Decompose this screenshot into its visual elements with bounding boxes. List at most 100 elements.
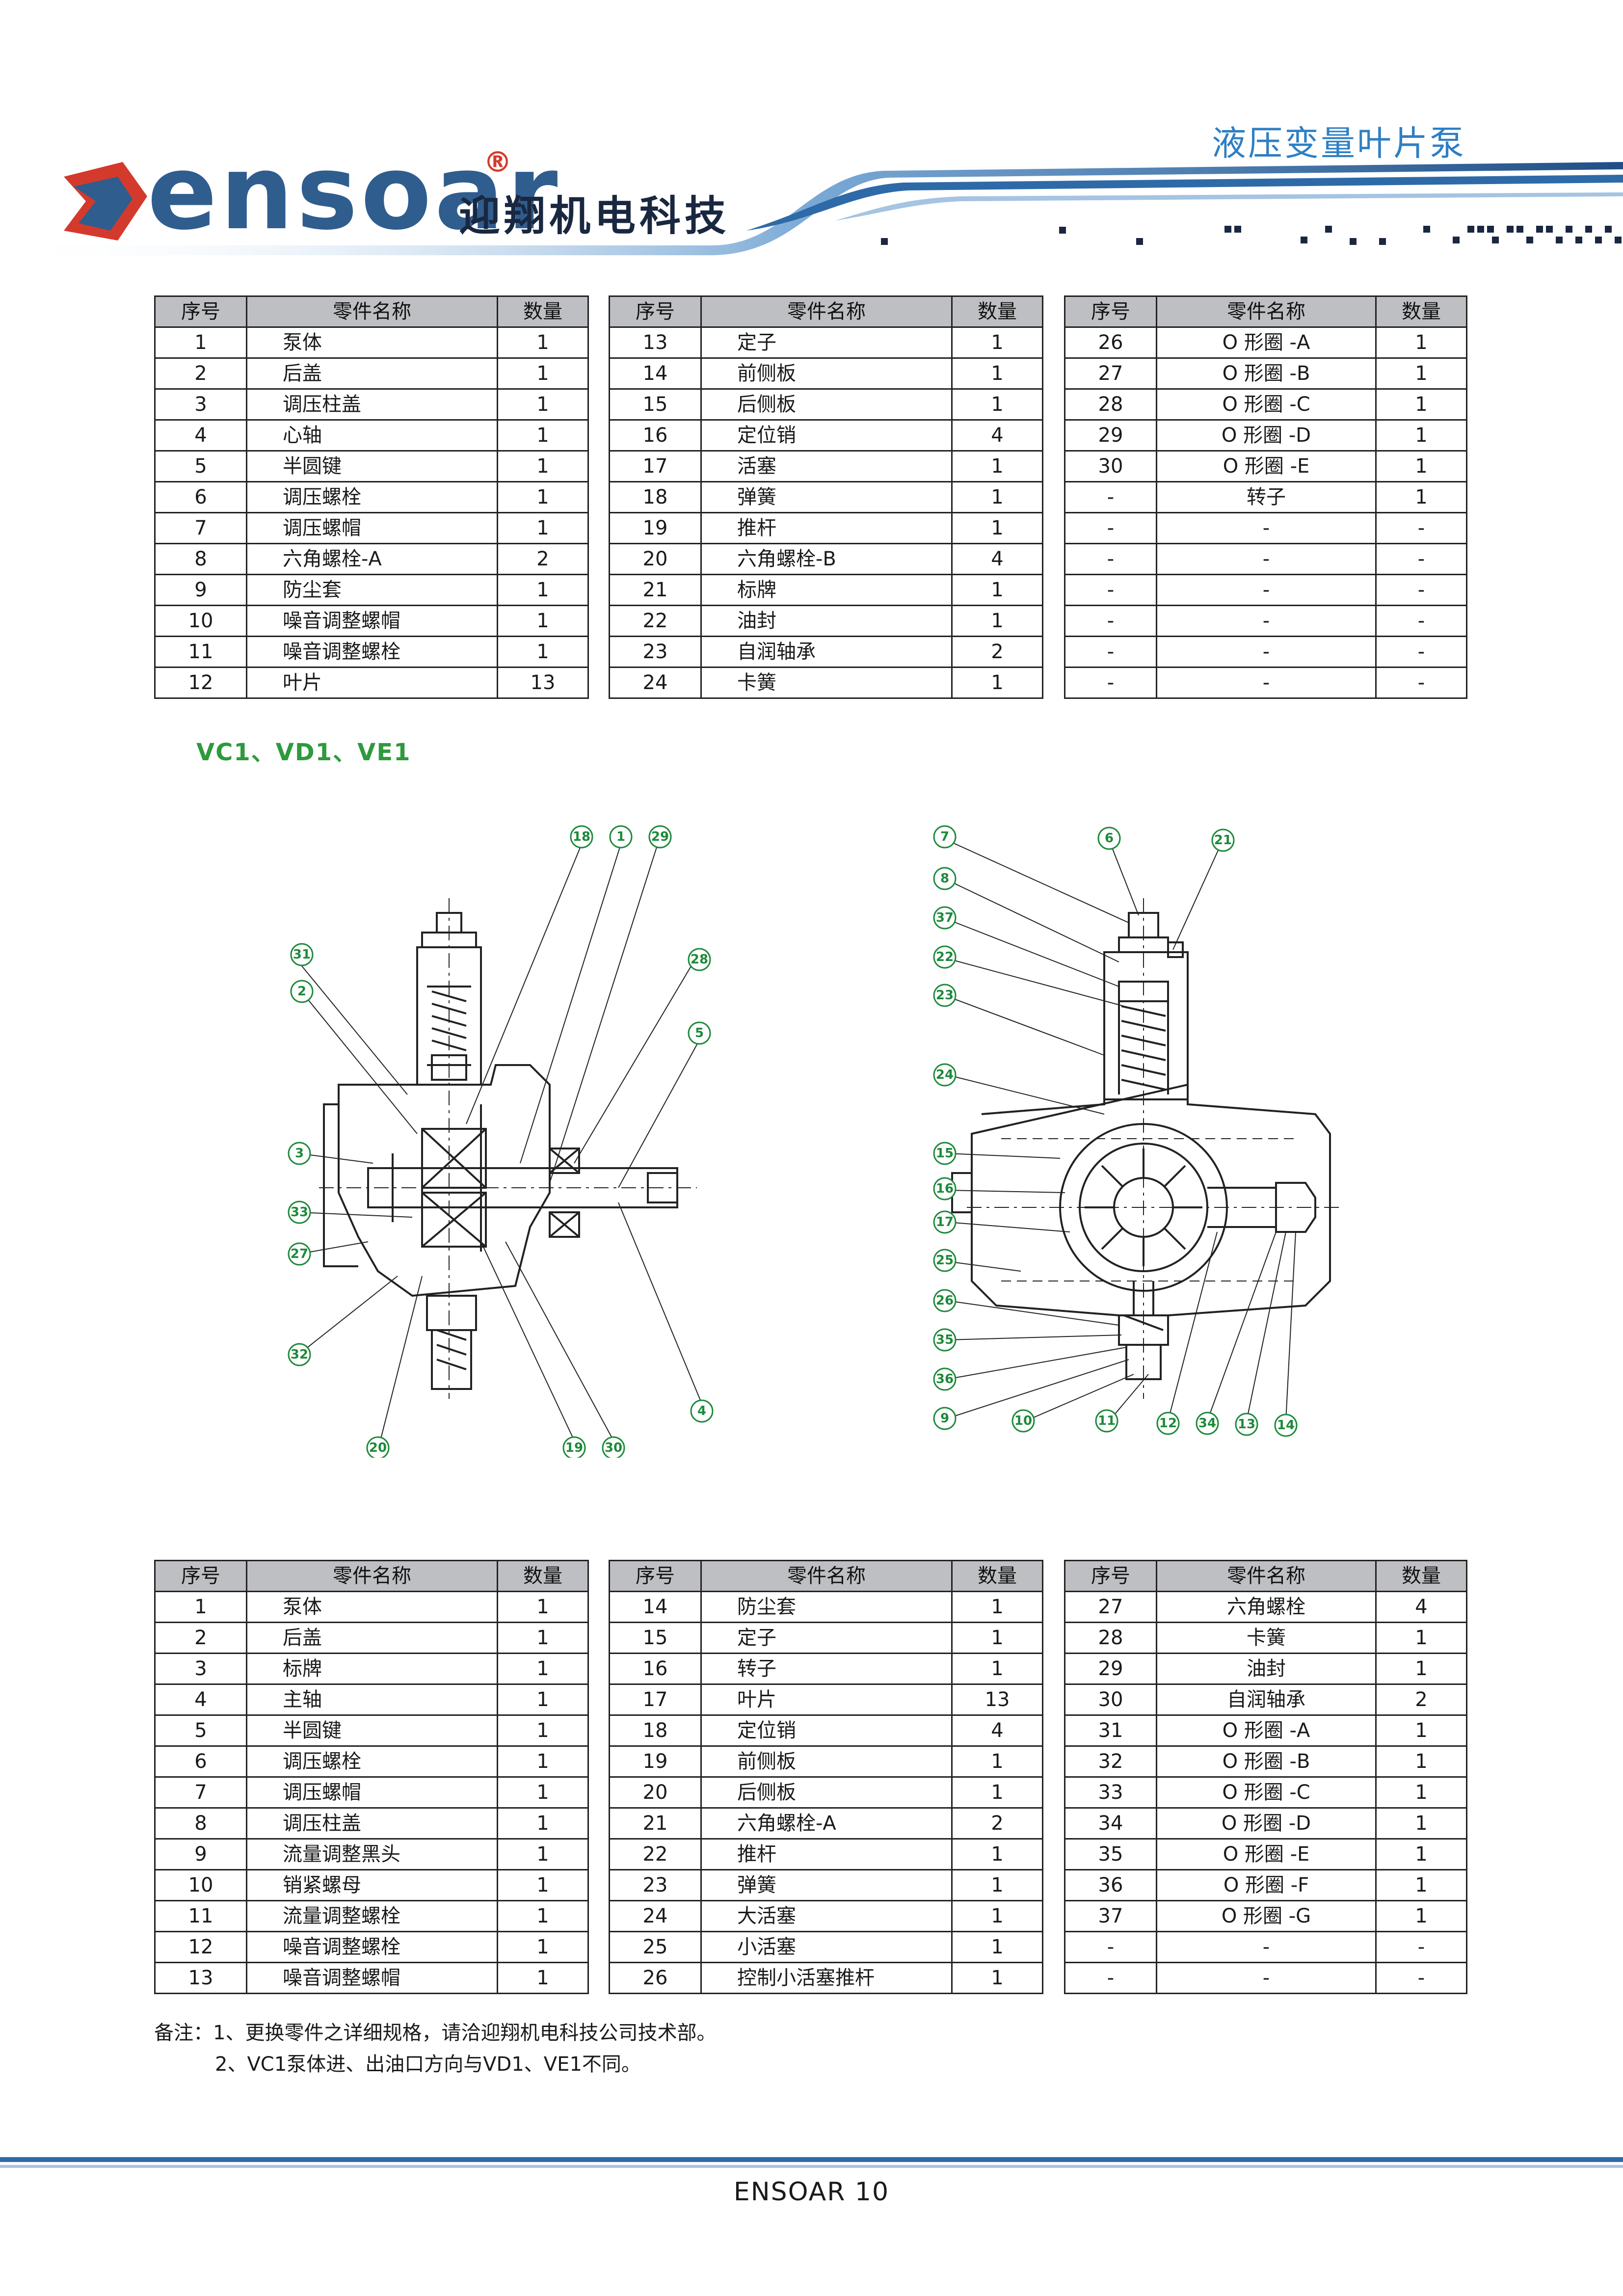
callout-marker: 2 — [290, 980, 314, 1003]
cell-no: 25 — [609, 1931, 702, 1963]
svg-text:32: 32 — [291, 1347, 308, 1362]
cell-qty: - — [1375, 1962, 1467, 1994]
cell-no: 5 — [154, 1714, 247, 1747]
cell-no: - — [1064, 636, 1157, 668]
cell-part-name: 油封 — [700, 605, 953, 637]
cell-part-name: 半圆键 — [246, 450, 498, 482]
cell-qty: 4 — [1375, 1591, 1467, 1623]
callout-marker: 13 — [1235, 1413, 1258, 1436]
cell-no: - — [1064, 1931, 1157, 1963]
svg-text:29: 29 — [651, 829, 669, 844]
cell-no: 29 — [1064, 419, 1157, 452]
cell-qty: 1 — [497, 1622, 589, 1654]
cell-part-name: O 形圈 -E — [1156, 450, 1377, 482]
svg-text:14: 14 — [1277, 1418, 1295, 1433]
cell-no: 10 — [154, 605, 247, 637]
cell-no: 33 — [1064, 1776, 1157, 1809]
cell-qty: 1 — [497, 1931, 589, 1963]
cell-no: - — [1064, 512, 1157, 544]
cell-qty: - — [1375, 636, 1467, 668]
cell-part-name: 噪音调整螺栓 — [246, 1931, 498, 1963]
cell-qty: 1 — [951, 1931, 1043, 1963]
column-header-no: 序号 — [609, 295, 702, 328]
column-header-name: 零件名称 — [700, 295, 953, 328]
column-header-no: 序号 — [1064, 295, 1157, 328]
cell-qty: - — [1375, 1931, 1467, 1963]
cell-part-name: 前侧板 — [700, 1745, 953, 1778]
cell-part-name: O 形圈 -C — [1156, 388, 1377, 421]
cell-part-name: 叶片 — [246, 667, 498, 699]
cell-part-name: 六角螺栓-B — [700, 543, 953, 575]
cell-part-name: O 形圈 -B — [1156, 357, 1377, 390]
cell-part-name: 后盖 — [246, 1622, 498, 1654]
callout-marker: 18 — [570, 825, 593, 849]
cell-part-name: 大活塞 — [700, 1900, 953, 1932]
svg-text:27: 27 — [291, 1247, 308, 1261]
cell-qty: 1 — [1375, 1900, 1467, 1932]
cell-no: 21 — [609, 1807, 702, 1840]
cell-qty: 13 — [497, 667, 589, 699]
cell-no: 30 — [1064, 450, 1157, 482]
cell-part-name: 卡簧 — [1156, 1622, 1377, 1654]
svg-text:7: 7 — [940, 829, 949, 844]
svg-text:6: 6 — [1105, 831, 1114, 846]
cell-part-name: 主轴 — [246, 1683, 498, 1716]
callout-marker: 26 — [933, 1289, 957, 1312]
cell-qty: 1 — [497, 388, 589, 421]
cell-no: 30 — [1064, 1683, 1157, 1716]
callout-marker: 9 — [933, 1407, 957, 1430]
cell-qty: 1 — [1375, 481, 1467, 513]
svg-text:28: 28 — [691, 952, 708, 967]
cell-no: 11 — [154, 1900, 247, 1932]
cell-no: 28 — [1064, 1622, 1157, 1654]
cell-qty: 1 — [497, 1869, 589, 1901]
note-line-1: 备注：1、更换零件之详细规格，请洽迎翔机电科技公司技术部。 — [154, 2022, 717, 2044]
svg-text:4: 4 — [697, 1404, 706, 1418]
cell-part-name: 推杆 — [700, 512, 953, 544]
cell-qty: 4 — [951, 543, 1043, 575]
callout-marker: 14 — [1274, 1414, 1298, 1437]
cell-part-name: 推杆 — [700, 1838, 953, 1870]
cell-qty: 1 — [1375, 450, 1467, 482]
cell-qty: 1 — [497, 1683, 589, 1716]
cell-no: 22 — [609, 605, 702, 637]
column-header-no: 序号 — [154, 1560, 247, 1592]
cell-part-name: 定位销 — [700, 1714, 953, 1747]
cell-no: 4 — [154, 419, 247, 452]
cell-part-name: 标牌 — [246, 1653, 498, 1685]
cell-no: 17 — [609, 1683, 702, 1716]
footer-page-number: ENSOAR 10 — [733, 2177, 890, 2207]
cell-qty: 1 — [497, 1745, 589, 1778]
cell-qty: 1 — [951, 1591, 1043, 1623]
table-row: --- — [1064, 605, 1467, 637]
table-row: --- — [1064, 574, 1467, 606]
callout-group-left: 18 1 29 31 28 2 5 3 33 27 32 20 19 30 4 — [288, 825, 714, 1458]
cell-part-name: O 形圈 -C — [1156, 1776, 1377, 1809]
svg-text:31: 31 — [293, 947, 311, 962]
cell-part-name: 油封 — [1156, 1653, 1377, 1685]
column-header-name: 零件名称 — [246, 1560, 498, 1592]
cell-no: 2 — [154, 1622, 247, 1654]
callout-marker: 7 — [933, 825, 957, 849]
cell-part-name: O 形圈 -A — [1156, 326, 1377, 359]
cell-no: 12 — [154, 667, 247, 699]
cell-part-name: 自润轴承 — [700, 636, 953, 668]
cell-qty: 1 — [497, 1962, 589, 1994]
cell-no: 2 — [154, 357, 247, 390]
